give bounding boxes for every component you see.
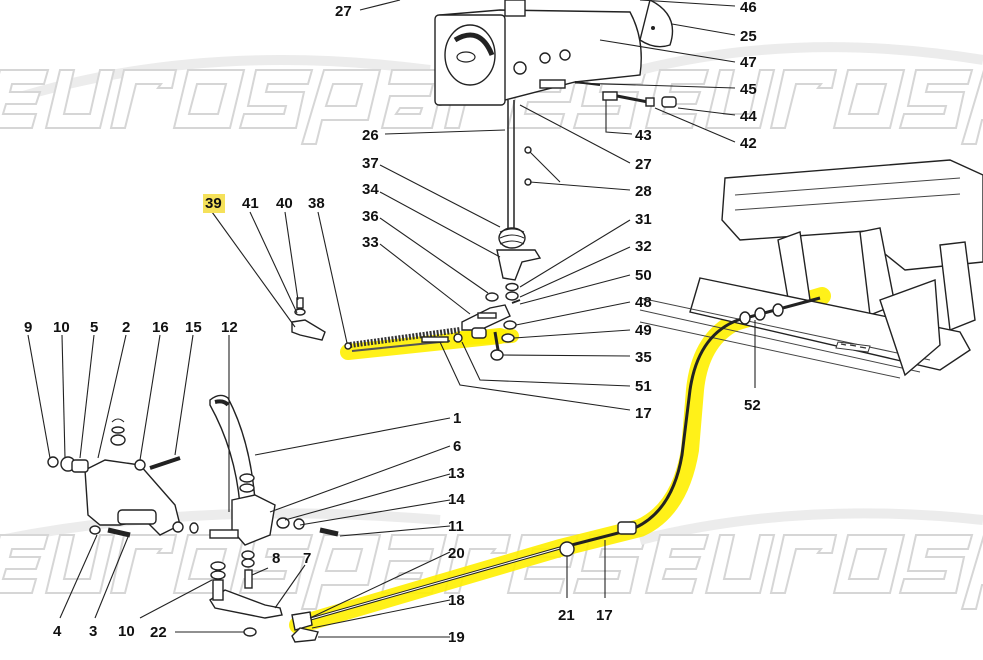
part-label[interactable]: 35: [635, 349, 652, 366]
part-label[interactable]: 22: [150, 624, 167, 641]
part-label[interactable]: 32: [635, 238, 652, 255]
part-label[interactable]: 17: [635, 405, 652, 422]
part-label-highlighted[interactable]: 39: [205, 195, 222, 212]
part-label[interactable]: 42: [740, 135, 757, 152]
watermark-swoosh: [638, 42, 983, 75]
part-label[interactable]: 10: [118, 623, 135, 640]
part-label[interactable]: 31: [635, 211, 652, 228]
part-label[interactable]: 5: [90, 319, 98, 336]
part-label[interactable]: 16: [152, 319, 169, 336]
watermark-wordmark: [645, 69, 983, 145]
part-label[interactable]: 45: [740, 81, 757, 98]
part-label[interactable]: 2: [122, 319, 130, 336]
part-label[interactable]: 11: [448, 518, 464, 535]
part-label[interactable]: 7: [303, 550, 311, 567]
part-label[interactable]: 37: [362, 155, 379, 172]
part-label[interactable]: 28: [635, 183, 652, 200]
part-label[interactable]: 38: [308, 195, 325, 212]
part-label[interactable]: 4: [53, 623, 62, 640]
part-label[interactable]: 17: [596, 607, 613, 624]
throttle-cable: [291, 296, 821, 643]
part-label[interactable]: 48: [635, 294, 652, 311]
part-label[interactable]: 27: [635, 156, 652, 173]
part-label[interactable]: 21: [558, 607, 575, 624]
ferrari-emblem: [835, 341, 871, 353]
part-label[interactable]: 27: [335, 3, 352, 20]
part-label[interactable]: 47: [740, 54, 757, 71]
part-label[interactable]: 19: [448, 629, 465, 646]
part-label[interactable]: 36: [362, 208, 379, 225]
part-label[interactable]: 41: [242, 195, 259, 212]
part-label[interactable]: 10: [53, 319, 70, 336]
part-label[interactable]: 49: [635, 322, 652, 339]
watermark-logo: [0, 42, 983, 610]
watermark-wordmark: [645, 534, 983, 610]
part-label[interactable]: 43: [635, 127, 652, 144]
watermark-swoosh: [0, 508, 441, 545]
lever-assembly: [344, 227, 542, 361]
watermark-swoosh: [638, 508, 983, 545]
adjuster-screw: [574, 81, 677, 108]
part-label[interactable]: 12: [221, 319, 238, 336]
accelerator-pedal: [209, 394, 339, 637]
part-label[interactable]: 46: [740, 0, 757, 16]
part-label[interactable]: 52: [744, 397, 761, 414]
highlight-group: [289, 287, 831, 634]
part-label[interactable]: 18: [448, 592, 465, 609]
part-label[interactable]: 3: [89, 623, 97, 640]
bracket-39: [291, 297, 326, 341]
part-label[interactable]: 8: [272, 550, 280, 567]
highlight-throttle-cable: [289, 287, 831, 634]
part-label[interactable]: 15: [185, 319, 202, 336]
part-label[interactable]: 14: [448, 491, 465, 508]
part-label[interactable]: 44: [740, 108, 757, 125]
part-label[interactable]: 6: [453, 438, 461, 455]
part-label[interactable]: 25: [740, 28, 757, 45]
leader-lines: [27, 0, 756, 638]
intake-manifold: [639, 159, 983, 379]
part-labels: 27 46 25 47 45 44 43 42 26 27 28 37 34 3…: [24, 0, 761, 646]
part-label[interactable]: 13: [448, 465, 465, 482]
throttle-body: [434, 0, 674, 106]
part-label[interactable]: 26: [362, 127, 379, 144]
pedal-mount: [47, 418, 199, 538]
part-label[interactable]: 50: [635, 267, 652, 284]
part-label[interactable]: 9: [24, 319, 32, 336]
part-label[interactable]: 20: [448, 545, 465, 562]
part-label[interactable]: 34: [362, 181, 379, 198]
part-label[interactable]: 33: [362, 234, 379, 251]
part-label[interactable]: 40: [276, 195, 293, 212]
part-label[interactable]: 1: [453, 410, 461, 427]
part-label[interactable]: 51: [635, 378, 652, 395]
label-39-highlight: [203, 194, 225, 213]
